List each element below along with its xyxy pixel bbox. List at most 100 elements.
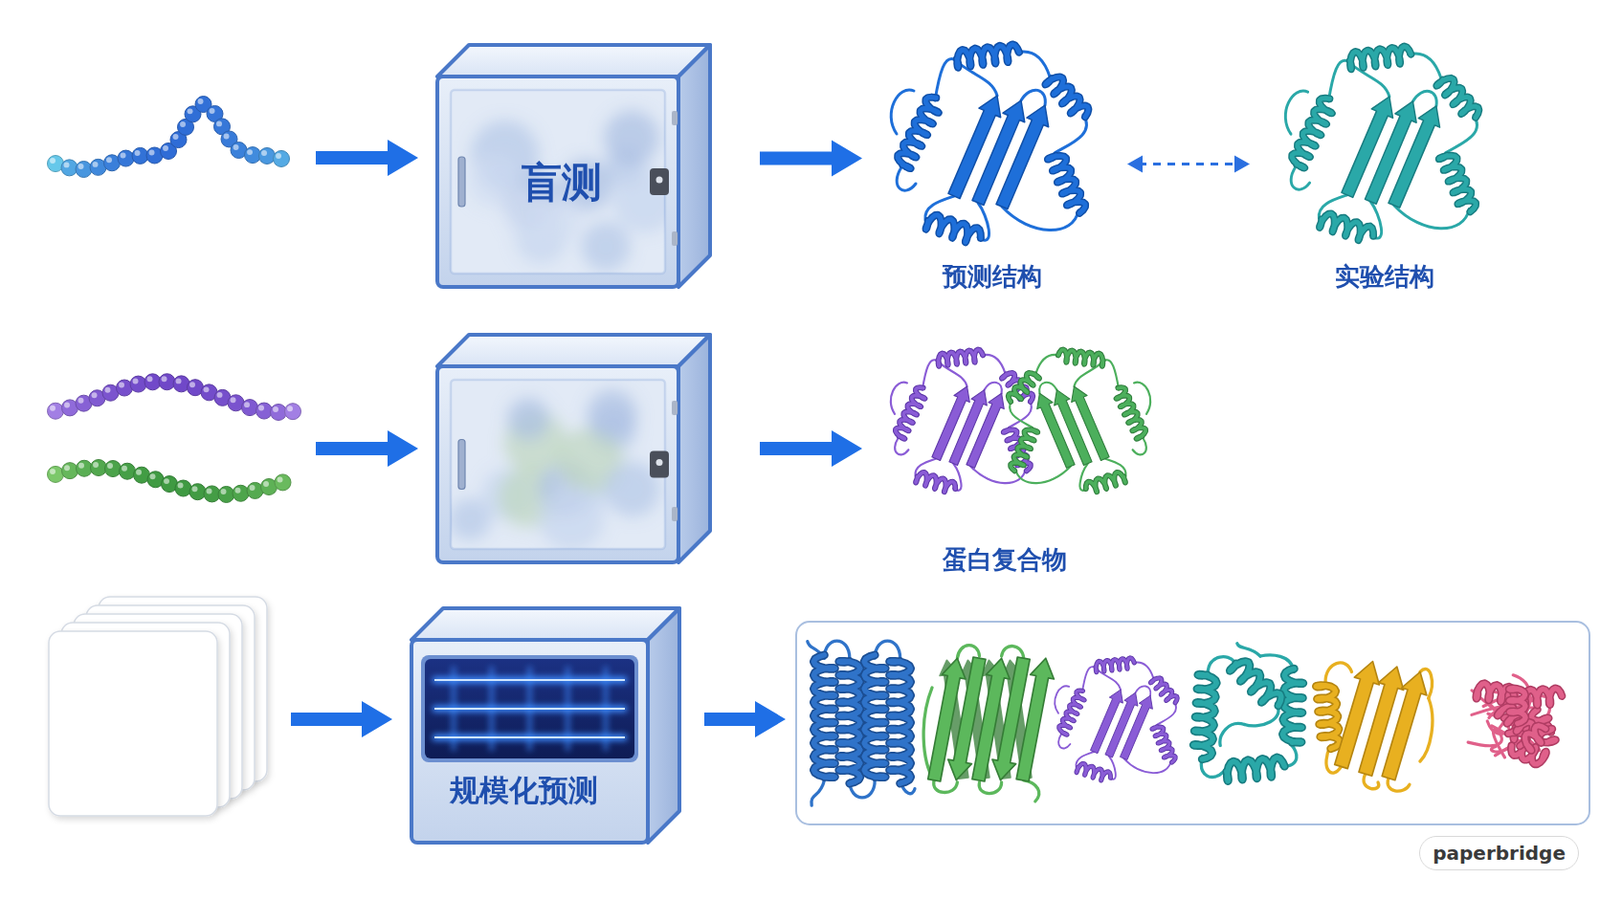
node-label: 预测结构 — [942, 262, 1043, 292]
flow-arrow — [315, 430, 419, 467]
bead-highlight — [78, 463, 85, 469]
beta-strand — [949, 390, 987, 467]
residue-bead — [285, 403, 302, 421]
bead-highlight — [162, 145, 169, 152]
residue-bead — [62, 463, 79, 480]
helix-bundle — [807, 641, 915, 806]
alpha-helix — [864, 655, 886, 778]
bead-highlight — [198, 98, 204, 105]
alpha-helix — [1059, 690, 1085, 735]
experimental-fold — [1285, 45, 1479, 241]
cabinet-side — [678, 44, 711, 288]
residue-bead — [270, 403, 288, 421]
coil-loop — [1325, 663, 1353, 684]
residue-bead — [175, 480, 192, 497]
bead-highlight — [149, 150, 156, 156]
node-label: 规模化预测 — [449, 773, 599, 809]
bead-highlight — [221, 488, 227, 495]
residue-bead — [144, 374, 161, 391]
alpha-helix — [956, 44, 1020, 67]
alpha-helix — [1436, 78, 1479, 118]
door-lock — [656, 459, 664, 467]
residue-bead — [47, 402, 65, 420]
helical-fold — [1193, 644, 1304, 782]
coil-loop — [1420, 698, 1433, 762]
bead-highlight — [121, 466, 128, 472]
alpha-helix — [1152, 727, 1176, 763]
bead-highlight — [49, 405, 56, 412]
alpha-helix — [1044, 76, 1089, 117]
alpha-helix — [1116, 387, 1147, 440]
bead-highlight — [49, 157, 56, 164]
alpha-helix — [1086, 472, 1126, 492]
alpha-helix — [1095, 658, 1134, 673]
beta-strand — [972, 100, 1025, 206]
coil-loop — [1133, 382, 1151, 415]
alpha-helix — [1509, 688, 1526, 725]
alpha-helix — [1524, 688, 1562, 707]
alpha-helix — [1436, 78, 1479, 118]
alpha-helix — [1008, 373, 1040, 402]
coil-loop — [1237, 644, 1261, 657]
hinge — [671, 400, 678, 416]
beta-barrel — [923, 645, 1054, 802]
beta-strand — [1381, 672, 1427, 781]
coil-loop — [1244, 704, 1280, 727]
bead-highlight — [223, 133, 230, 139]
beta-strand — [1054, 390, 1092, 467]
residue-bead — [119, 463, 136, 480]
coil-loop — [1054, 114, 1088, 154]
bead-highlight — [272, 406, 279, 413]
coil-loop — [1054, 686, 1069, 714]
flow-arrow — [759, 140, 863, 178]
alpha-helix — [1282, 668, 1303, 743]
coil-loop — [1328, 60, 1348, 102]
bead-highlight — [217, 392, 223, 399]
alpha-helix — [813, 655, 835, 778]
beta-strand — [996, 105, 1049, 210]
residue-bead — [244, 147, 262, 164]
coil-loop — [1135, 686, 1152, 696]
coil-loop — [890, 382, 908, 415]
beta-strand — [1037, 393, 1075, 468]
bead-highlight — [258, 405, 265, 412]
bead-highlight — [64, 161, 70, 168]
alpha-helix — [897, 97, 939, 170]
flow-arrow — [704, 701, 786, 738]
residue-bead — [256, 402, 273, 420]
alpha-helix — [915, 472, 956, 492]
alpha-helix — [937, 349, 983, 366]
residue-bead — [158, 374, 176, 391]
light-tube — [434, 708, 625, 711]
bead-highlight — [179, 121, 186, 128]
alpha-helix — [1010, 429, 1038, 471]
sequence-chain — [47, 96, 290, 178]
alpha-helix — [1086, 472, 1126, 492]
sheet-fold — [1315, 662, 1432, 793]
flow-arrow — [290, 701, 393, 738]
residue-bead — [130, 376, 147, 393]
cabinet — [411, 608, 680, 844]
protein-complex: 蛋白复合物 — [892, 341, 1154, 579]
alpha-helix — [1525, 726, 1547, 752]
residue-bead — [242, 400, 259, 417]
arrow-head — [1127, 155, 1143, 174]
bead-highlight — [92, 462, 99, 468]
bead-highlight — [64, 465, 70, 471]
coil-loop — [1123, 758, 1172, 774]
alpha-helix — [1150, 678, 1178, 704]
alpha-helix — [1116, 387, 1147, 440]
bead-highlight — [216, 120, 223, 127]
alpha-helix — [1319, 213, 1374, 241]
alpha-helix — [1315, 686, 1340, 750]
flow-arrow — [759, 430, 863, 467]
alpha-helix — [839, 661, 861, 784]
coil-loop — [1220, 723, 1245, 746]
bead-highlight — [78, 163, 85, 170]
sequence-card — [48, 631, 218, 817]
bead-highlight — [105, 387, 112, 394]
alpha-helix — [1058, 349, 1104, 366]
alpha-helix — [1076, 763, 1112, 781]
bead-highlight — [277, 476, 284, 483]
